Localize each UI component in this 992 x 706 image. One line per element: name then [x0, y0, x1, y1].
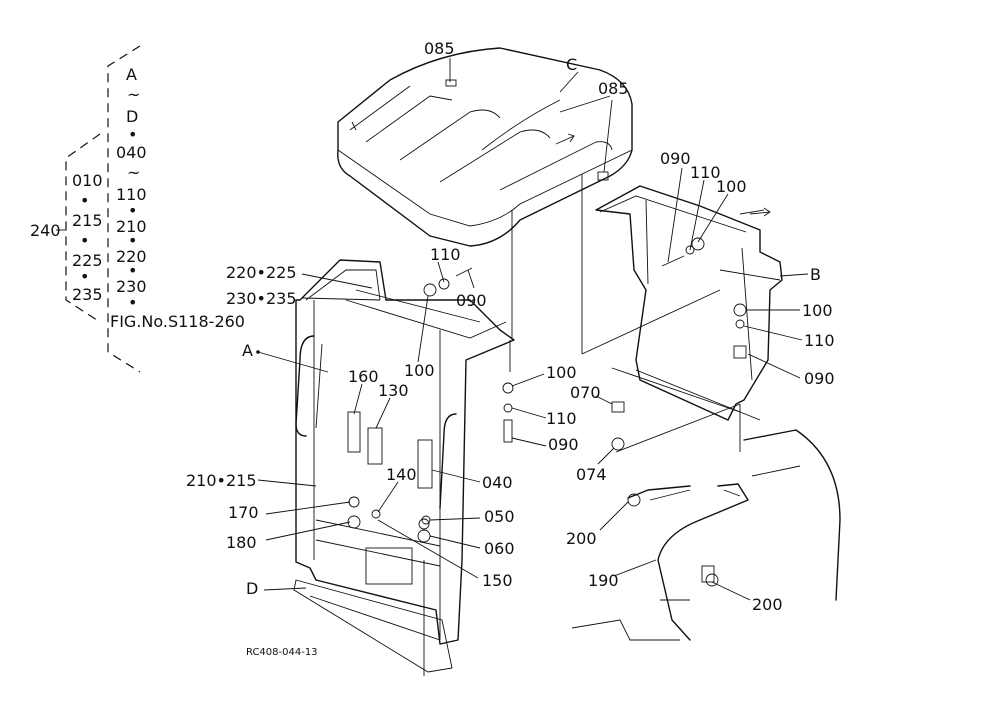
legend-dot-b3: •	[80, 267, 89, 286]
machine-outline	[571, 429, 841, 641]
arrow-marks	[256, 133, 771, 354]
legend-dot-2: •	[128, 201, 137, 220]
leader-lines	[257, 58, 809, 601]
label-140: 140	[386, 465, 417, 484]
figure-number: FIG.No.S118-260	[110, 312, 245, 331]
legend-dot-5: •	[128, 293, 137, 312]
label-c: C	[566, 55, 577, 74]
legend-dot-b1: •	[80, 191, 89, 210]
legend-dot-3: •	[128, 231, 137, 250]
label-190: 190	[588, 571, 619, 590]
label-110a: 110	[690, 163, 721, 182]
legend-040: 040	[116, 143, 147, 162]
label-090b: 090	[804, 369, 835, 388]
label-090c: 090	[456, 291, 487, 310]
label-110d: 110	[546, 409, 577, 428]
legend-tilde-2: ~	[127, 163, 140, 182]
label-230-235: 230•235	[226, 289, 297, 308]
hardware	[347, 237, 747, 583]
label-180: 180	[226, 533, 257, 552]
right-frame	[595, 185, 783, 421]
legend-010: 010	[72, 171, 103, 190]
left-frame	[293, 259, 515, 673]
label-200b: 200	[752, 595, 783, 614]
label-074: 074	[576, 465, 607, 484]
legend-210: 210	[116, 217, 147, 236]
legend-110: 110	[116, 185, 147, 204]
canopy-roof	[337, 47, 633, 247]
legend-215: 215	[72, 211, 103, 230]
legend-dot-1: •	[128, 125, 137, 144]
label-b: B	[810, 265, 821, 284]
label-070: 070	[570, 383, 601, 402]
label-130: 130	[378, 381, 409, 400]
legend-235: 235	[72, 285, 103, 304]
label-040: 040	[482, 473, 513, 492]
label-100b: 100	[802, 301, 833, 320]
label-100d: 100	[546, 363, 577, 382]
legend-tilde-1: ~	[127, 85, 140, 104]
label-110b: 110	[804, 331, 835, 350]
guide-lines	[423, 174, 765, 676]
label-110c: 110	[430, 245, 461, 264]
drawing-code: RC408-044-13	[246, 647, 318, 658]
legend-bracket-label: 240	[30, 221, 61, 240]
label-050: 050	[484, 507, 515, 526]
callout-labels: 085 C 085 090 110 100 B 100 110 090 110 …	[186, 39, 835, 658]
legend-d: D	[126, 107, 138, 126]
label-170: 170	[228, 503, 259, 522]
label-200a: 200	[566, 529, 597, 548]
label-160: 160	[348, 367, 379, 386]
label-220-225: 220•225	[226, 263, 297, 282]
label-d: D	[246, 579, 258, 598]
label-085a: 085	[424, 39, 455, 58]
legend-dot-b2: •	[80, 231, 89, 250]
legend-a: A	[126, 65, 137, 84]
label-210-215: 210•215	[186, 471, 257, 490]
legend-dot-4: •	[128, 261, 137, 280]
label-a: A	[242, 341, 253, 360]
label-085b: 085	[598, 79, 629, 98]
legend-230: 230	[116, 277, 147, 296]
legend: 240 A ~ D • 040 ~ 110 • 210 • 220 • 230 …	[30, 45, 245, 373]
label-060: 060	[484, 539, 515, 558]
label-090a: 090	[660, 149, 691, 168]
label-100c: 100	[404, 361, 435, 380]
label-100a: 100	[716, 177, 747, 196]
legend-220: 220	[116, 247, 147, 266]
label-090d: 090	[548, 435, 579, 454]
label-150: 150	[482, 571, 513, 590]
tube-assembly	[627, 483, 749, 641]
legend-225: 225	[72, 251, 103, 270]
